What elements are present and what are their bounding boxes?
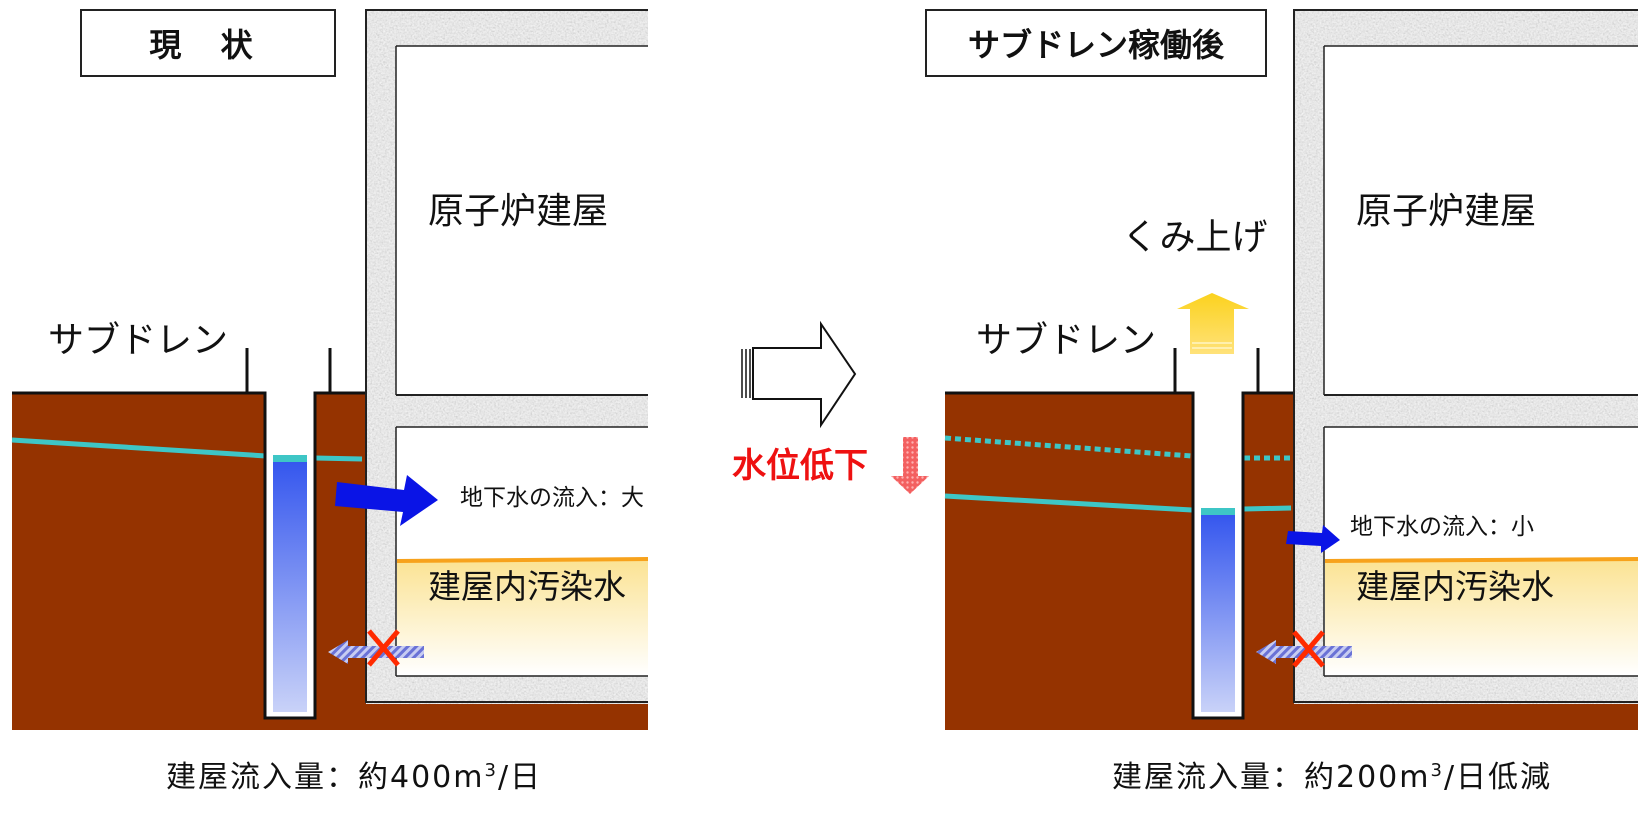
- contaminated-water-right: [1325, 561, 1638, 675]
- contaminated-label-right: 建屋内汚染水: [1356, 567, 1554, 606]
- left-panel: [11, 9, 649, 730]
- right-title-box: サブドレン稼働後: [925, 9, 1267, 77]
- caption-right-suffix: /日低減: [1443, 760, 1553, 795]
- inflow-arrow-right: [1286, 525, 1340, 553]
- caption-left-suffix: /日: [497, 760, 543, 795]
- subdrain-well-left: [245, 348, 332, 720]
- center: [741, 320, 929, 494]
- subdrain-well-right: [1173, 348, 1260, 720]
- pump-up-arrow-icon: [1177, 293, 1249, 354]
- building-right: [1293, 9, 1638, 704]
- left-title-box: 現 状: [80, 9, 336, 77]
- building-label-right: 原子炉建屋: [1356, 191, 1537, 232]
- right-panel: [944, 9, 1638, 730]
- previous-water-line-right-a: [944, 435, 1193, 459]
- subdrain-label-right: サブドレン: [976, 320, 1157, 361]
- caption-right-sup: 3: [1430, 760, 1444, 781]
- building-left: [365, 9, 648, 704]
- left-title: 現 状: [149, 26, 267, 64]
- building-label-left: 原子炉建屋: [428, 191, 609, 232]
- caption-left-sup: 3: [484, 760, 498, 781]
- contaminated-water-left: [397, 561, 648, 675]
- contaminated-label-left: 建屋内汚染水: [428, 567, 626, 606]
- inflow-label-right: 地下水の流入：小: [1350, 514, 1534, 540]
- transition-arrow-icon: [741, 320, 857, 429]
- caption-right-prefix: 建屋流入量：約200m: [1112, 760, 1431, 795]
- subdrain-label-left: サブドレン: [48, 320, 229, 361]
- groundwater-line-left-b: [314, 455, 363, 462]
- right-title: サブドレン稼働後: [967, 26, 1224, 64]
- groundwater-line-right-a: [944, 493, 1193, 513]
- water-level-drop-label: 水位低下: [732, 446, 868, 486]
- inflow-label-left: 地下水の流入：大: [460, 485, 644, 511]
- contaminated-surface-right: [1324, 557, 1638, 563]
- pump-up-label: くみ上げ: [1122, 217, 1268, 258]
- inflow-volume-caption-right: 建屋流入量：約200m3/日低減: [1112, 762, 1552, 793]
- blocked-leak-left: [328, 629, 424, 667]
- water-level-down-arrow-icon: [891, 437, 929, 494]
- groundwater-line-left-a: [11, 437, 267, 459]
- contaminated-surface-left: [396, 557, 649, 563]
- inflow-arrow-left: [335, 475, 438, 526]
- blocked-leak-right: [1256, 630, 1352, 668]
- groundwater-line-right-b: [1243, 505, 1292, 512]
- inflow-volume-caption-left: 建屋流入量：約400m3/日: [166, 762, 542, 793]
- caption-left-prefix: 建屋流入量：約400m: [166, 760, 485, 795]
